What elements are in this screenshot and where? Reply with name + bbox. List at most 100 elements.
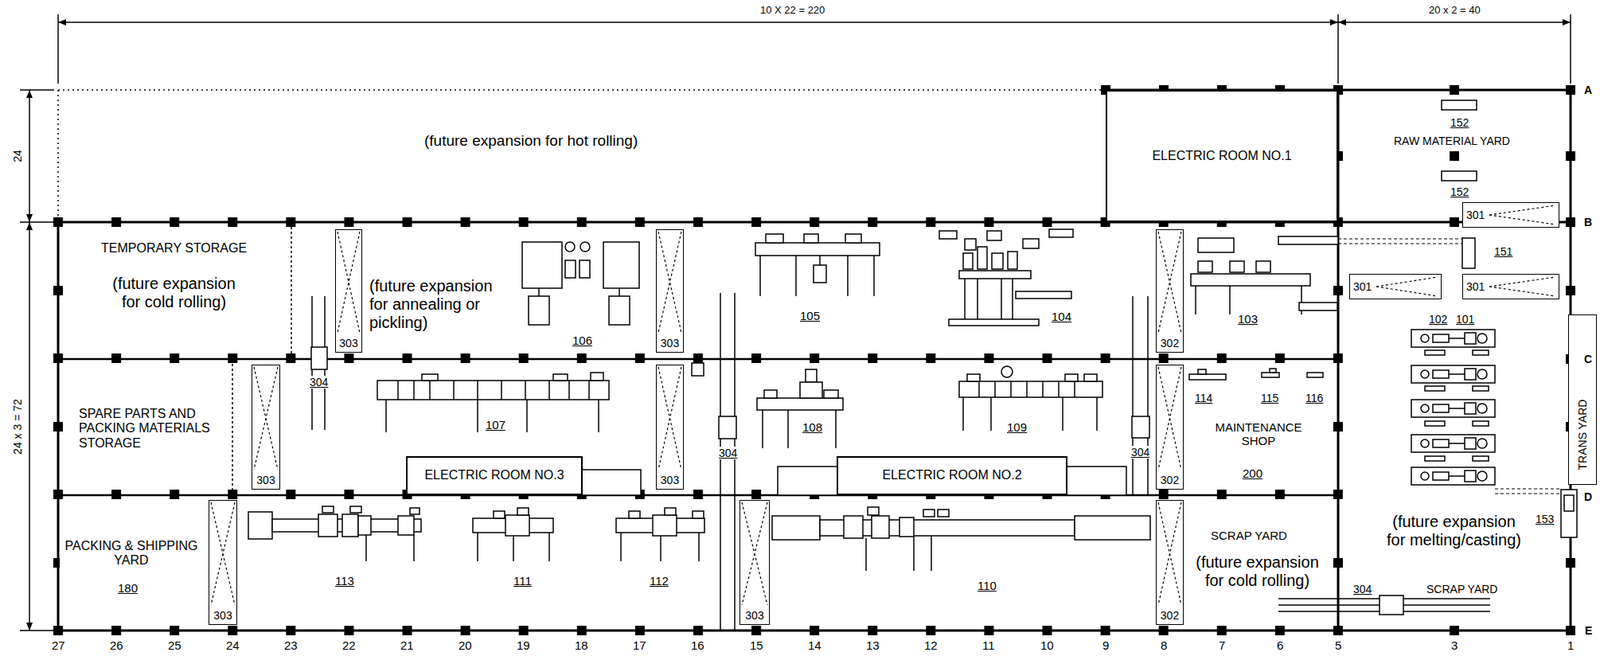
dashed-links xyxy=(1338,238,1561,494)
casters xyxy=(1424,421,1445,426)
equipment xyxy=(963,278,966,320)
equipment xyxy=(1299,302,1338,311)
callout-number: 106 xyxy=(570,333,594,348)
equipment xyxy=(691,362,704,376)
column-markers xyxy=(1565,625,1576,636)
building-grid xyxy=(57,89,59,223)
charger-line xyxy=(1489,277,1556,287)
equipment xyxy=(1190,273,1311,286)
equipment xyxy=(1229,261,1245,273)
equipment xyxy=(692,511,704,519)
crane-box: 303 xyxy=(739,499,770,625)
equipment xyxy=(930,535,933,571)
column-number: 21 xyxy=(398,638,416,652)
dimension-lines xyxy=(57,14,59,84)
crane-cross xyxy=(1156,230,1183,333)
equipment xyxy=(398,515,414,535)
callout-number: 114 xyxy=(1193,391,1214,405)
equipment xyxy=(579,260,590,278)
crane-box: 302 xyxy=(1155,499,1184,625)
equipment xyxy=(565,241,575,252)
equipment xyxy=(937,509,949,517)
crane-rails xyxy=(1131,416,1150,438)
crane-rails xyxy=(1379,595,1404,615)
callout-number: 103 xyxy=(1236,312,1260,326)
casters xyxy=(1477,403,1487,414)
column-number: 3 xyxy=(1449,638,1460,652)
equipment xyxy=(1074,515,1151,540)
callout-number: 102 xyxy=(1427,312,1449,326)
casters xyxy=(1472,421,1489,426)
dimension-label: 24 xyxy=(11,148,24,164)
charger-box: 301 xyxy=(1349,273,1442,300)
callout-number: 108 xyxy=(800,420,824,434)
equipment xyxy=(603,241,640,289)
equipment xyxy=(1000,278,1003,320)
callout-number: 101 xyxy=(1454,312,1476,326)
column-number: 10 xyxy=(1038,638,1056,652)
equipment xyxy=(409,507,420,515)
column-number: 7 xyxy=(1217,638,1227,652)
casters xyxy=(1411,399,1495,418)
casters xyxy=(1424,456,1445,461)
equipment xyxy=(517,507,529,516)
area-label: (future expansion for melting/casting) xyxy=(1382,512,1526,550)
equipment xyxy=(429,380,431,400)
casters xyxy=(1464,437,1476,449)
dimension-label: 24 x 3 = 72 xyxy=(11,397,24,457)
node-text: 303 xyxy=(256,473,275,487)
dimension-lines xyxy=(1569,14,1572,84)
equipment xyxy=(1010,381,1012,398)
callout-number: 112 xyxy=(647,573,671,588)
row-letter: D xyxy=(1582,490,1594,504)
equipment xyxy=(805,369,817,383)
dimension-lines xyxy=(28,222,31,631)
callout-number: 304 xyxy=(308,375,330,389)
crane-cross-line xyxy=(253,366,278,470)
callout-number: 152 xyxy=(1448,185,1471,199)
equipment xyxy=(871,515,890,539)
casters xyxy=(1411,329,1495,485)
crane-cross-line xyxy=(210,502,235,605)
crane-cross-line xyxy=(210,502,235,605)
equipment xyxy=(597,399,600,433)
equipment xyxy=(913,536,915,571)
crane-rails xyxy=(311,292,1491,631)
casters xyxy=(1420,404,1429,413)
callout-number: 109 xyxy=(1005,420,1029,434)
equipment xyxy=(819,255,821,266)
equipment xyxy=(845,234,862,243)
column-number: 8 xyxy=(1159,638,1169,652)
equipment xyxy=(1560,489,1577,538)
crane-box: 302 xyxy=(1155,229,1184,353)
yard-box: TRANS YARD xyxy=(1568,314,1597,485)
equipment xyxy=(939,230,957,239)
equipment xyxy=(1307,372,1323,378)
equipment xyxy=(772,515,820,540)
node-text: 303 xyxy=(660,336,680,350)
crane-cross xyxy=(252,365,280,470)
casters xyxy=(1432,370,1449,379)
equipment xyxy=(959,381,1103,398)
column-number: 12 xyxy=(922,638,940,652)
equipment xyxy=(1441,100,1477,110)
node-text: 301 xyxy=(1353,280,1372,293)
equipment xyxy=(873,255,875,297)
crane-cross-line xyxy=(658,366,682,470)
casters xyxy=(1477,438,1487,449)
crane-cross xyxy=(1156,365,1183,470)
charger-line xyxy=(1489,214,1556,225)
equipment xyxy=(365,534,367,562)
equipment xyxy=(1057,381,1060,398)
equipment xyxy=(835,409,837,449)
callout-number: 152 xyxy=(1448,116,1471,129)
casters xyxy=(1472,350,1489,356)
area-label: SPARE PARTS AND PACKING MATERIALS STORAG… xyxy=(77,406,226,451)
equipment xyxy=(1022,238,1039,249)
dimension-lines xyxy=(1337,14,1339,84)
equipment xyxy=(553,374,568,381)
row-letter: A xyxy=(1582,83,1594,97)
equipment xyxy=(923,509,935,517)
equipment xyxy=(1229,285,1231,315)
dimension-label: 10 X 22 = 220 xyxy=(758,4,827,17)
